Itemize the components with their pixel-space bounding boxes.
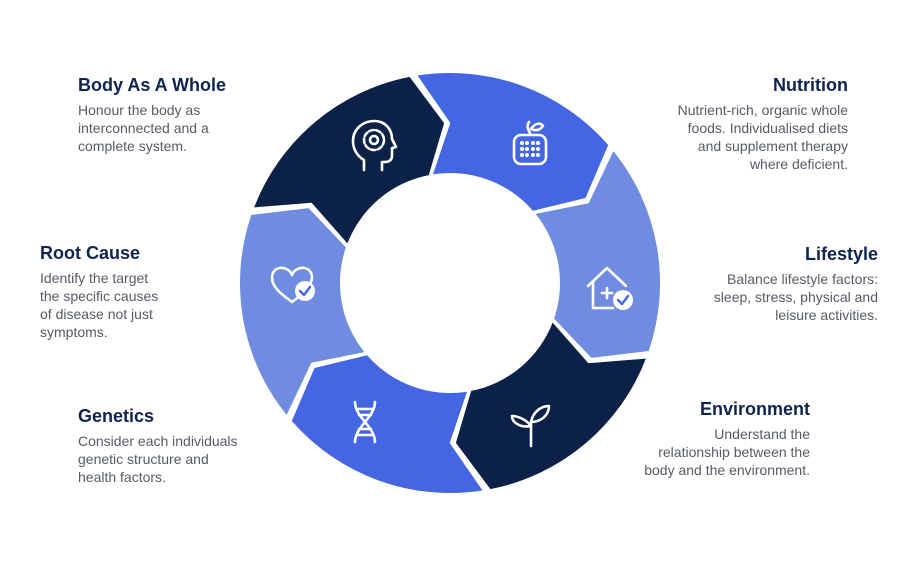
- segment-nutrition: [254, 76, 445, 244]
- environment-line-1: Understand the: [714, 426, 810, 442]
- genetics-line-1: Consider each individuals: [78, 433, 238, 449]
- body-as-a-whole-label: Body As A Whole Honour the body as inter…: [78, 75, 318, 155]
- lifestyle-line-2: sleep, stress, physical and: [713, 289, 878, 305]
- genetics-line-2: genetic structure and: [78, 451, 209, 467]
- segment-root-cause: [291, 355, 483, 494]
- genetics-label: Genetics Consider each individuals genet…: [78, 406, 318, 486]
- body-as-a-whole-line-1: Honour the body as: [78, 102, 201, 118]
- lifestyle-title: Lifestyle: [804, 244, 878, 264]
- nutrition-line-2: foods. Individualised diets: [687, 120, 848, 136]
- body-as-a-whole-line-2: interconnected and a: [78, 120, 209, 136]
- head-gear-icon: [351, 119, 398, 172]
- genetics-title: Genetics: [78, 406, 155, 426]
- environment-label: Environment Understand the relationship …: [570, 399, 810, 479]
- lifestyle-line-1: Balance lifestyle factors:: [727, 271, 878, 287]
- dna-icon: [353, 400, 377, 444]
- root-cause-line-3: of disease not just: [40, 306, 153, 322]
- nutrition-description: Nutrient-rich, organic whole foods. Indi…: [608, 101, 848, 173]
- environment-title: Environment: [699, 399, 810, 419]
- root-cause-line-2: the specific causes: [40, 288, 159, 304]
- lifestyle-description: Balance lifestyle factors: sleep, stress…: [638, 270, 878, 324]
- lifestyle-line-3: leisure activities.: [775, 307, 878, 323]
- segment-body-as-a-whole: [239, 208, 365, 415]
- environment-description: Understand the relationship between the …: [570, 425, 810, 479]
- root-cause-description: Identify the target the specific causes …: [40, 269, 280, 341]
- body-as-a-whole-title: Body As A Whole: [78, 75, 226, 95]
- segment-genetics: [455, 322, 646, 490]
- nutrition-line-1: Nutrient-rich, organic whole: [677, 102, 848, 118]
- nutrition-line-4: where deficient.: [749, 156, 848, 172]
- environment-line-3: body and the environment.: [644, 462, 810, 478]
- genetics-description: Consider each individuals genetic struct…: [78, 432, 318, 486]
- body-as-a-whole-description: Honour the body as interconnected and a …: [78, 101, 318, 155]
- root-cause-line-1: Identify the target: [40, 270, 149, 286]
- environment-line-2: relationship between the: [658, 444, 810, 460]
- root-cause-title: Root Cause: [40, 243, 141, 263]
- root-cause-line-4: symptoms.: [40, 324, 108, 340]
- lifestyle-label: Lifestyle Balance lifestyle factors: sle…: [638, 244, 878, 324]
- nutrition-title: Nutrition: [773, 75, 848, 95]
- home-medical-check-icon: [586, 266, 633, 310]
- nutrition-label: Nutrition Nutrient-rich, organic whole f…: [608, 75, 848, 173]
- sprout-icon: [510, 404, 551, 448]
- nutrition-line-3: and supplement therapy: [697, 138, 848, 154]
- root-cause-label: Root Cause Identify the target the speci…: [40, 243, 280, 341]
- heart-check-icon: [270, 266, 315, 304]
- apple-calendar-icon: [512, 120, 548, 166]
- body-as-a-whole-line-3: complete system.: [78, 138, 187, 154]
- genetics-line-3: health factors.: [78, 469, 166, 485]
